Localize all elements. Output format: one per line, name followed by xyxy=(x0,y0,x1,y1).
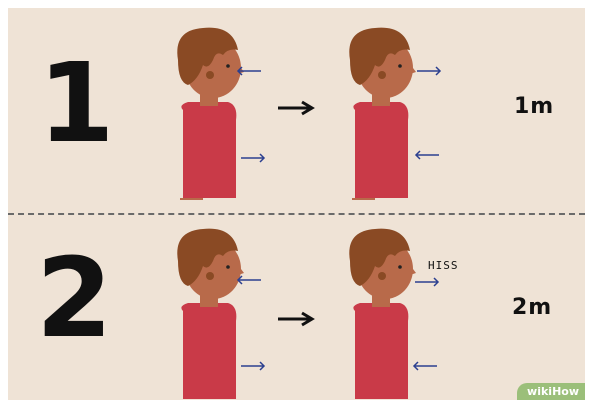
person-after-icon xyxy=(330,20,440,200)
person-before-2-icon xyxy=(158,221,268,400)
exhale-arrow-2-icon xyxy=(240,361,266,371)
person-hissing-icon xyxy=(330,221,440,400)
step-2-duration-label: 2m xyxy=(512,295,552,320)
step-1-duration-label: 1m xyxy=(514,94,554,119)
transition-arrow-2-icon xyxy=(276,311,316,327)
transition-arrow-icon xyxy=(276,100,316,116)
chest-in-arrow-icon xyxy=(414,150,440,160)
person-before-icon xyxy=(158,20,268,200)
chest-in-arrow-2-icon xyxy=(412,361,438,371)
exhale-arrow-icon xyxy=(240,153,266,163)
exhale-mouth-arrow-icon xyxy=(416,66,442,76)
inhale-arrow-2-icon xyxy=(236,275,262,285)
hiss-sound-label: HISS xyxy=(428,259,459,272)
wikihow-watermark: wikiHow xyxy=(517,383,585,400)
inhale-arrow-icon xyxy=(236,66,262,76)
step-2-panel: 2 H xyxy=(8,215,585,400)
exhale-mouth-arrow-2-icon xyxy=(414,277,440,287)
step-2-number: 2 xyxy=(36,243,113,353)
step-1-panel: 1 xyxy=(8,8,585,213)
step-1-number: 1 xyxy=(38,48,115,158)
illustration-canvas: 1 xyxy=(8,8,585,400)
